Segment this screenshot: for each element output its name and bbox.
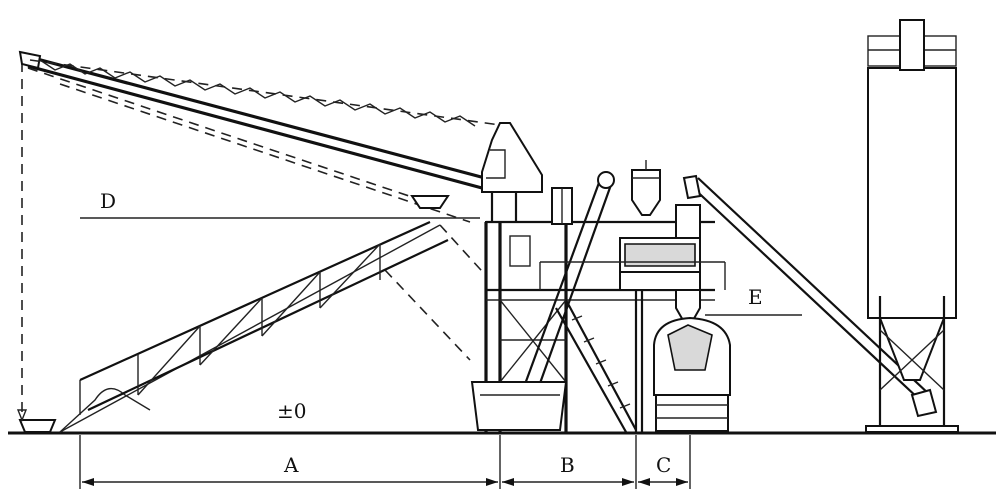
dimension-lines — [79, 217, 802, 489]
label-a: A — [283, 453, 299, 477]
crane-cab — [481, 122, 543, 225]
label-c: C — [656, 453, 671, 477]
scraper-bucket — [16, 62, 57, 433]
cement-silo — [865, 19, 959, 433]
inclined-conveyor — [79, 220, 449, 415]
bucket-elevator — [470, 171, 615, 431]
stairs — [555, 299, 637, 433]
label-b: B — [560, 453, 575, 477]
boom-crane — [18, 50, 501, 223]
label-d: D — [100, 189, 116, 213]
mixer-unit — [539, 160, 726, 291]
stockpile — [59, 224, 491, 433]
label-level: ±0 — [277, 399, 306, 423]
mixer-truck — [653, 289, 731, 432]
screw-conveyor — [682, 174, 938, 418]
label-e: E — [748, 285, 763, 309]
